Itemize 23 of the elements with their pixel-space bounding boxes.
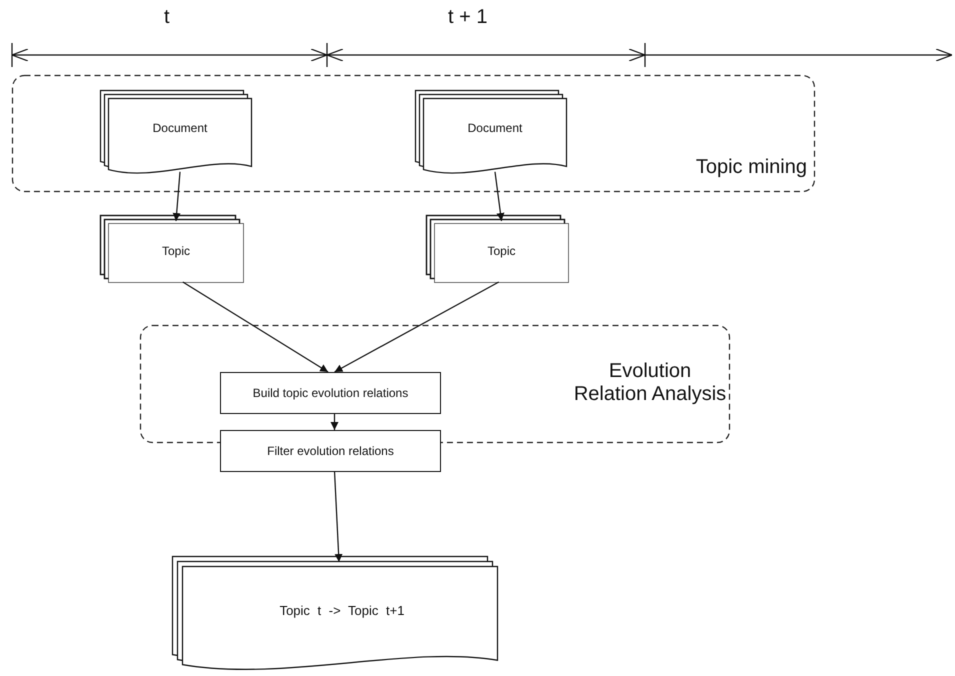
node-label: Document <box>466 120 524 137</box>
page-stack <box>100 215 244 283</box>
period-label: t <box>164 6 170 29</box>
node-label: Document <box>152 120 208 137</box>
node-label: Topic t -> Topic t+1 <box>278 602 406 620</box>
arrow <box>172 172 181 222</box>
arrow <box>330 413 338 430</box>
node-label: Topic mining <box>694 154 807 180</box>
process-box <box>220 372 441 414</box>
process-box <box>220 430 441 472</box>
arrow <box>334 281 500 373</box>
arrow <box>494 172 504 222</box>
group-frame <box>140 325 730 443</box>
node-label: Evolution Relation Analysis <box>572 359 728 407</box>
node-label: Topic <box>160 243 191 260</box>
node-label: Topic <box>486 243 516 260</box>
arrow <box>182 281 328 373</box>
period-label: t + 1 <box>448 6 488 29</box>
page-stack <box>426 215 569 283</box>
arrow <box>334 470 343 562</box>
node-label: Build topic evolution relations <box>252 385 410 402</box>
group-frame <box>12 75 815 192</box>
node-label: Filter evolution relations <box>266 443 395 460</box>
